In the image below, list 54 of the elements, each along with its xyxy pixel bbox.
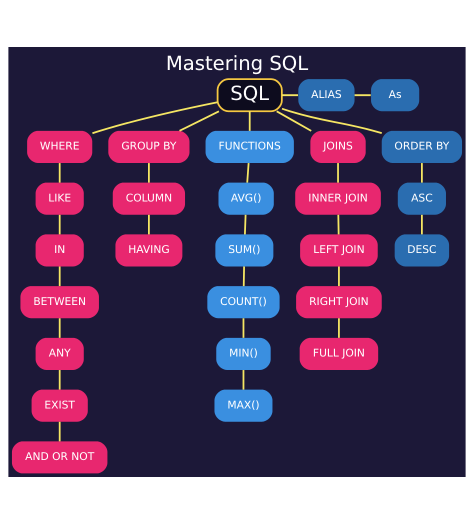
connector (248, 111, 251, 131)
diagram-title: Mastering SQL (166, 52, 308, 75)
node-box: EXIST (32, 390, 88, 422)
connector (338, 318, 340, 338)
node-box: GROUP BY (108, 130, 190, 163)
connector (58, 318, 61, 338)
node-box: RIGHT JOIN (296, 286, 382, 318)
node-box: As (371, 79, 420, 112)
node-box: COUNT() (207, 286, 280, 318)
connector (282, 108, 382, 134)
node-box: ASC (398, 182, 446, 215)
node-box: ALIAS (298, 79, 355, 112)
connector (58, 266, 61, 286)
node-box: ORDER BY (382, 130, 462, 163)
node-box: LEFT JOIN (300, 234, 378, 266)
node-box: BETWEEN (20, 286, 99, 318)
node-box: JOINS (310, 130, 366, 163)
node-box: DESC (394, 234, 450, 266)
connector (421, 214, 423, 234)
connector (58, 370, 61, 390)
node-box: SUM() (215, 234, 274, 266)
node-box: INNER JOIN (295, 182, 381, 215)
connector (242, 318, 244, 338)
connector (242, 370, 244, 390)
connector (58, 422, 61, 442)
connector (58, 163, 61, 183)
connector (338, 266, 340, 286)
connector (92, 101, 218, 134)
connector (354, 94, 371, 96)
node-box: LIKE (36, 182, 84, 215)
connector (246, 163, 250, 183)
node-box: COLUMN (112, 182, 186, 215)
node-box: FUNCTIONS (206, 130, 294, 163)
connector (282, 94, 298, 96)
node-box: IN (36, 234, 84, 266)
node-box: SQL (216, 78, 283, 112)
node-box: MIN() (216, 338, 271, 370)
node-box: HAVING (115, 234, 182, 266)
connector (337, 214, 340, 234)
connector (242, 266, 245, 286)
connector (244, 214, 246, 234)
node-box: FULL JOIN (300, 338, 378, 370)
node-box: AND OR NOT (12, 441, 108, 474)
node-box: AVG() (218, 182, 274, 215)
connector (179, 110, 220, 132)
node-box: MAX() (214, 390, 272, 422)
node-box: WHERE (27, 130, 92, 163)
node-box: ANY (36, 338, 84, 370)
connector (58, 214, 61, 234)
connector (148, 163, 150, 183)
connector (421, 163, 423, 183)
connector (148, 214, 150, 234)
connector (337, 163, 339, 183)
connector (276, 110, 312, 132)
